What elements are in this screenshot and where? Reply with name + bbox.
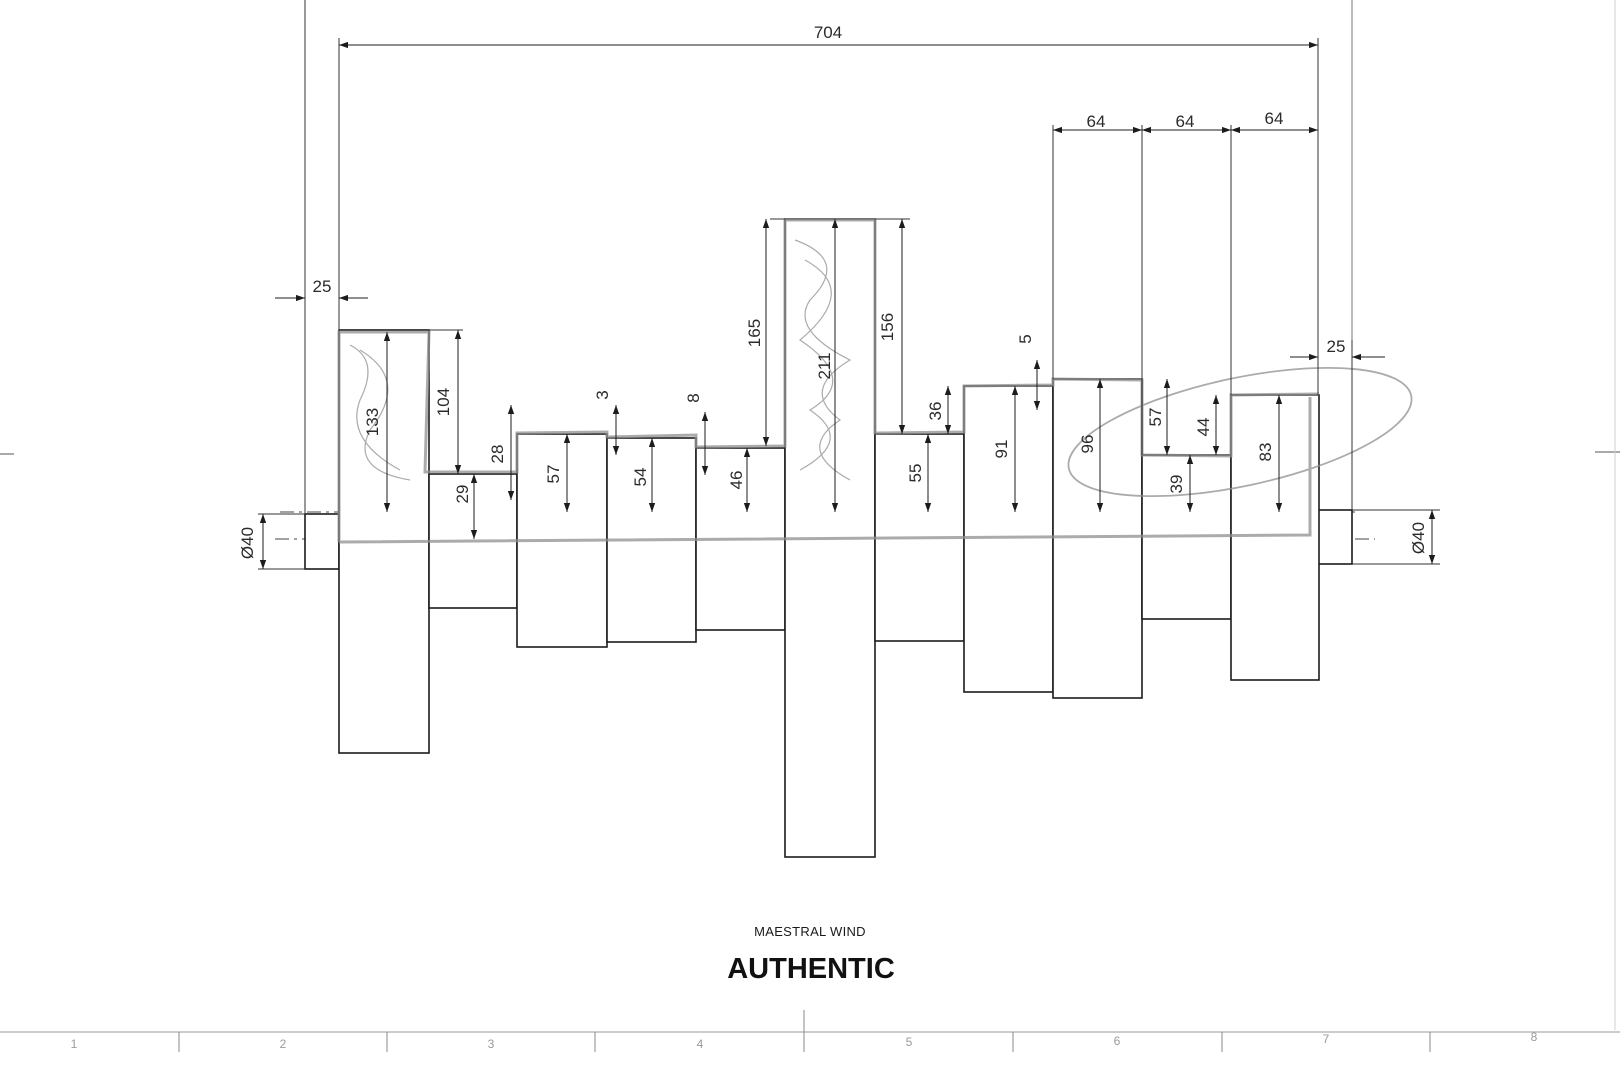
height-label-36: 36 [926,402,945,421]
ruler-number-7: 7 [1323,1032,1330,1046]
extension-lines [258,0,1440,570]
title-subtitle: MAESTRAL WIND [754,924,866,939]
height-label-57b: 57 [1146,408,1165,427]
height-label-54: 54 [631,468,650,487]
height-label-46: 46 [727,471,746,490]
height-label-211: 211 [815,352,834,379]
dimension-lines [259,41,1436,569]
height-label-39: 39 [1167,475,1186,494]
gear-bar-8 [963,385,1054,693]
height-label-29: 29 [453,485,472,504]
height-label-28: 28 [488,445,507,464]
diameter-left-label: Ø40 [238,527,257,559]
end-tube-right-label: 25 [1327,337,1346,356]
height-label-5: 5 [1016,334,1035,343]
pitch-label-1: 64 [1087,112,1106,131]
height-label-104: 104 [434,388,453,416]
bottom-ruler: 1 2 3 4 5 6 7 8 [0,1010,1620,1052]
height-label-156: 156 [878,313,897,341]
height-label-91: 91 [992,440,1011,459]
title-block: MAESTRAL WIND AUTHENTIC [727,924,895,985]
ruler-number-3: 3 [488,1037,495,1051]
dimension-texts: 704 64 64 64 25 25 Ø40 Ø40 133 104 29 28… [238,23,1428,559]
gear-bar-9 [1052,378,1143,699]
pencil-circle [1067,366,1413,498]
ruler-number-1: 1 [71,1037,78,1051]
height-label-83: 83 [1256,443,1275,462]
shaft [304,218,1353,858]
gear-bar-11 [1230,394,1320,681]
height-label-57: 57 [544,465,563,484]
ruler-number-5: 5 [906,1035,913,1049]
diameter-right-label: Ø40 [1409,522,1428,554]
end-tube-left [304,513,340,570]
pitch-label-2: 64 [1176,112,1195,131]
ruler-number-2: 2 [280,1037,287,1051]
end-tube-right [1316,509,1353,565]
ruler-number-4: 4 [697,1037,704,1051]
frame [0,0,1620,1030]
title-main: AUTHENTIC [727,953,895,985]
height-label-3: 3 [593,390,612,399]
height-label-8: 8 [684,393,703,402]
ruler-number-6: 6 [1114,1034,1121,1048]
end-tube-left-label: 25 [313,277,332,296]
height-label-165: 165 [745,319,764,347]
height-label-96: 96 [1078,435,1097,454]
pitch-label-3: 64 [1265,109,1284,128]
height-label-133: 133 [363,408,382,436]
height-label-44: 44 [1194,418,1213,437]
height-label-55: 55 [906,464,925,483]
ruler-number-8: 8 [1531,1030,1538,1044]
overall-length-label: 704 [814,23,842,42]
